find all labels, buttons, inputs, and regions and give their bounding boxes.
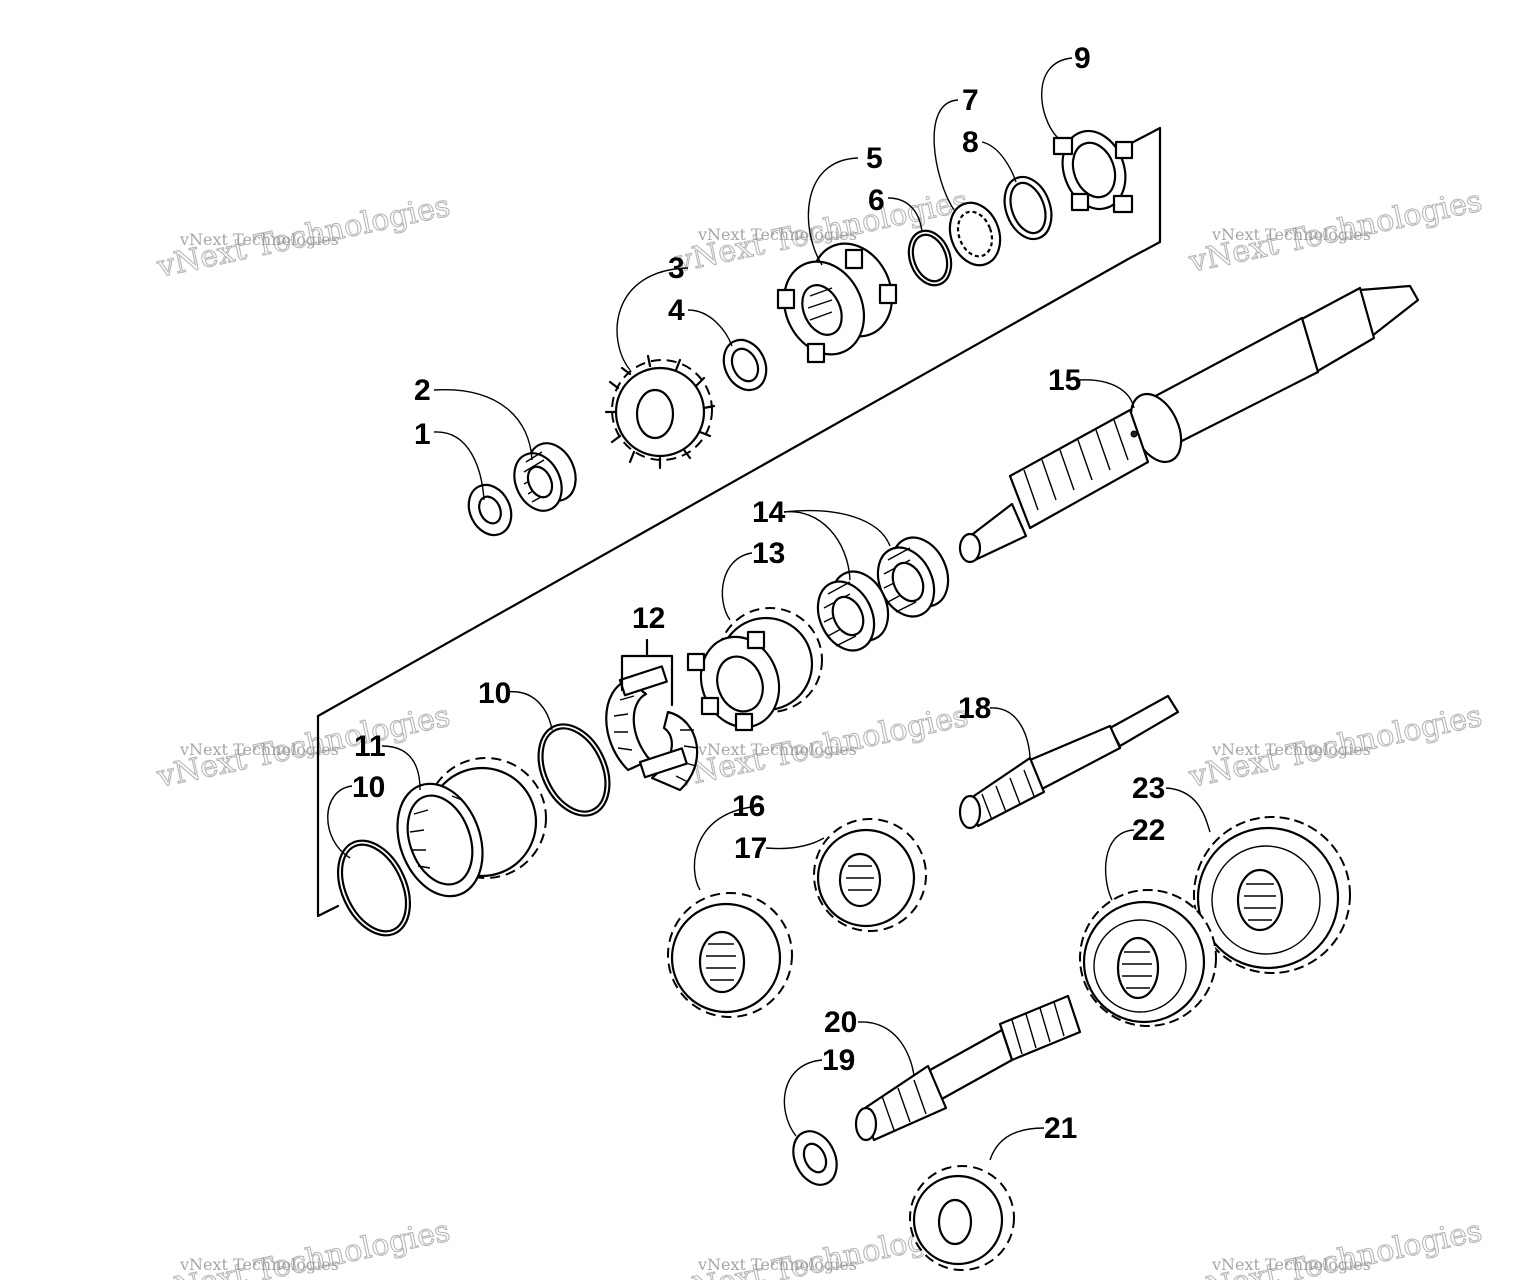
callout-17: 17	[734, 832, 767, 865]
callout-9: 9	[1074, 42, 1091, 75]
callout-6: 6	[868, 184, 885, 217]
part-18-shaft	[958, 694, 1180, 830]
part-2-needle-bearing	[513, 442, 577, 512]
part-19-washer	[792, 1130, 838, 1186]
part-10-snap-ring	[537, 723, 611, 817]
callout-1: 1	[414, 418, 431, 451]
watermark: vNext Technologies vNext Technologies	[153, 188, 454, 286]
callout-7: 7	[962, 84, 979, 117]
part-10-snap-ring-lower	[337, 839, 411, 937]
callout-10: 10	[478, 677, 511, 710]
part-22-gear	[1079, 889, 1217, 1027]
callout-5: 5	[866, 142, 883, 175]
part-13-gear	[686, 607, 823, 732]
part-21-gear	[909, 1165, 1015, 1271]
callouts: 1 2 3 4 5 6 7 8 9 10 11 10 12 13 14 15 1…	[352, 42, 1165, 1145]
part-20-shaft	[854, 994, 1082, 1142]
watermark: vNext Technologies vNext Technologies	[1185, 698, 1486, 796]
watermark: vNext Technologies vNext Technologies	[1185, 183, 1486, 281]
assembly-outline-left	[316, 714, 340, 918]
part-12-split-bearing	[605, 665, 699, 792]
part-15-main-shaft	[958, 284, 1420, 564]
watermark: vNext Technologies vNext Technologies	[153, 1213, 454, 1280]
callout-20: 20	[824, 1006, 857, 1039]
svg-text:vNext Technologies: vNext Technologies	[697, 740, 857, 759]
part-11-gear	[396, 757, 547, 898]
part-9-lock-washer	[1052, 129, 1134, 214]
callout-18: 18	[958, 692, 991, 725]
svg-text:vNext Technologies: vNext Technologies	[179, 740, 339, 759]
callout-16: 16	[732, 790, 765, 823]
callout-22: 22	[1132, 814, 1165, 847]
part-14-needle-bearing	[816, 570, 890, 652]
part-6-snap-ring	[907, 229, 953, 287]
svg-text:vNext Technologies: vNext Technologies	[1185, 1214, 1485, 1280]
part-4-washer	[722, 338, 768, 392]
svg-text:vNext Technologies: vNext Technologies	[153, 1214, 453, 1280]
svg-text:vNext Technologies: vNext Technologies	[697, 225, 857, 244]
part-16-gear	[667, 892, 793, 1018]
part-8-ring	[1003, 175, 1053, 241]
callout-19: 19	[822, 1044, 855, 1077]
callout-13: 13	[752, 537, 785, 570]
part-1-washer	[467, 483, 513, 537]
svg-text:vNext Technologies: vNext Technologies	[697, 1255, 857, 1274]
svg-text:vNext Technologies: vNext Technologies	[1211, 1255, 1371, 1274]
callout-10-lower: 10	[352, 771, 385, 804]
callout-4: 4	[668, 294, 685, 327]
part-3-gear	[604, 354, 716, 470]
callout-23: 23	[1132, 772, 1165, 805]
callout-15: 15	[1048, 364, 1081, 397]
callout-21: 21	[1044, 1112, 1077, 1145]
part-23-gear	[1193, 816, 1351, 974]
leader-lines	[327, 57, 1211, 1161]
part-17-gear	[813, 818, 927, 932]
callout-8: 8	[962, 126, 979, 159]
watermark: vNext Technologies vNext Technologies	[1185, 1213, 1486, 1280]
assembly-outline	[1120, 126, 1162, 260]
assembly-outline-edge	[316, 256, 1132, 718]
part-7-spline-washer	[948, 201, 1002, 267]
callout-12: 12	[632, 602, 665, 635]
svg-text:vNext Technologies: vNext Technologies	[179, 230, 339, 249]
svg-text:vNext Technologies: vNext Technologies	[1211, 225, 1371, 244]
callout-3: 3	[668, 252, 685, 285]
callout-11: 11	[354, 730, 386, 763]
callout-14: 14	[752, 496, 786, 529]
watermark: vNext Technologies vNext Technologies	[153, 698, 454, 796]
svg-text:vNext Technologies: vNext Technologies	[179, 1255, 339, 1274]
svg-text:vNext Technologies: vNext Technologies	[1211, 740, 1371, 759]
part-5-dog-clutch	[776, 242, 898, 364]
callout-2: 2	[414, 374, 431, 407]
